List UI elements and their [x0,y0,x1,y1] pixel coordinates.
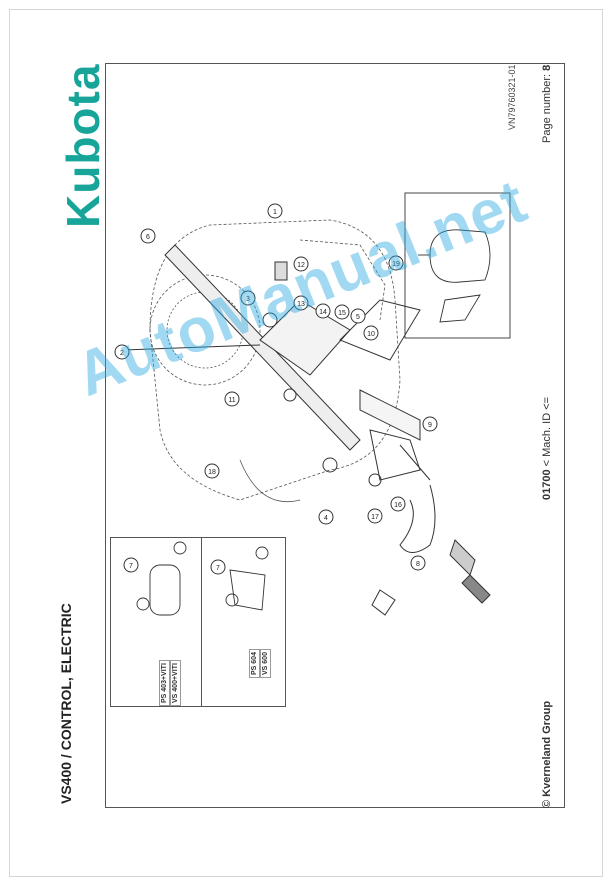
svg-text:11: 11 [228,397,235,404]
svg-text:7: 7 [216,565,220,572]
callout-14: 14 [315,303,331,319]
callout-3: 3 [240,290,256,306]
svg-text:9: 9 [428,422,432,429]
svg-text:15: 15 [338,310,346,317]
svg-text:1: 1 [273,209,277,216]
svg-text:19: 19 [392,261,400,268]
svg-text:2: 2 [120,350,124,357]
callout-bubbles: 1 2 3 4 5 6 8 9 10 11 12 13 14 15 16 17 … [114,203,438,575]
page-border [9,9,603,877]
svg-text:12: 12 [297,262,305,269]
inset-box [404,192,511,339]
callout-10: 10 [363,325,379,341]
variant-parts [136,541,269,616]
callout-11: 11 [224,391,240,407]
variant-box: PS 403+VITI VS 400+VITI PS 604 VS 600 [110,537,286,707]
callout-7a: 7 [123,557,139,573]
svg-text:8: 8 [416,561,420,568]
svg-text:16: 16 [394,502,402,509]
callout-16: 16 [390,496,406,512]
svg-text:13: 13 [297,301,305,308]
callout-18: 18 [204,463,220,479]
callout-12: 12 [293,256,309,272]
callout-4: 4 [318,509,334,525]
svg-text:18: 18 [208,469,216,476]
svg-text:3: 3 [246,296,250,303]
callout-1: 1 [267,203,283,219]
callout-13: 13 [293,295,309,311]
callout-15: 15 [334,304,350,320]
drawing-sheet [55,63,565,808]
svg-text:6: 6 [146,234,150,241]
callout-2: 2 [114,344,130,360]
variant-divider [201,538,202,706]
callout-19: 19 [388,255,404,271]
callout-8: 8 [410,555,426,571]
drawing-frame [105,63,565,808]
callout-17: 17 [367,508,383,524]
callout-9: 9 [422,416,438,432]
svg-text:7: 7 [129,563,133,570]
callout-6: 6 [140,228,156,244]
lever-assembly [124,244,491,616]
svg-text:17: 17 [371,514,379,521]
svg-text:10: 10 [367,331,375,338]
svg-text:4: 4 [324,515,328,522]
callout-7b: 7 [210,559,226,575]
svg-text:5: 5 [356,314,360,321]
svg-text:14: 14 [319,309,327,316]
callout-5: 5 [350,308,366,324]
